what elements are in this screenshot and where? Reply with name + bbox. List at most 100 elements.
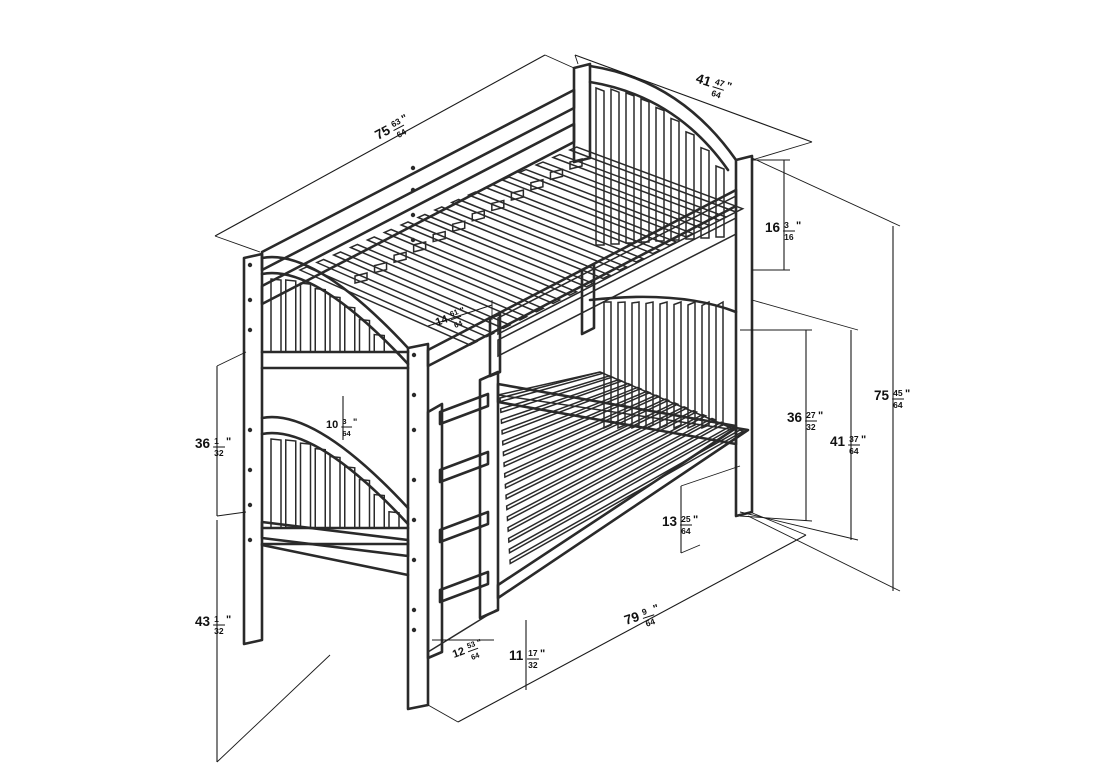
bolt-hole — [411, 627, 417, 633]
back-lower-spindle — [673, 300, 682, 430]
lower-slat — [501, 382, 634, 436]
lower-end-panel-arch-bottom — [260, 431, 410, 526]
extension-line — [214, 235, 261, 253]
back-lower-spindle — [701, 300, 710, 430]
slat-clip — [412, 240, 427, 253]
bolt-hole — [411, 517, 417, 523]
upper-end-panel-spindle — [388, 350, 400, 354]
fraction-bar — [712, 86, 724, 91]
bolt-hole — [411, 477, 417, 483]
dimension-whole: 36 — [787, 410, 803, 425]
inch-mark: " — [459, 305, 466, 316]
back-lower-spindle — [715, 300, 724, 430]
fraction-bar — [467, 647, 479, 653]
lower-end-panel-arch-top — [260, 415, 410, 510]
front-left-post — [242, 252, 264, 646]
extension-line — [574, 54, 579, 65]
extension-line — [216, 511, 247, 517]
extension-line — [747, 515, 901, 592]
lower-slat — [502, 390, 652, 457]
dimension-numerator: 1 — [214, 614, 219, 624]
dimension-denominator: 32 — [806, 422, 816, 432]
dimension-whole: 14 — [434, 313, 450, 329]
extension-line — [751, 141, 813, 161]
back-end-spindle — [610, 88, 620, 245]
dimension-whole: 12 — [451, 645, 467, 660]
dimension-numerator: 3 — [784, 220, 789, 230]
inch-mark: " — [796, 220, 801, 232]
upper-slat — [416, 213, 595, 288]
extension-line — [680, 465, 741, 487]
dimension-whole: 79 — [622, 609, 641, 628]
extension-line — [739, 515, 813, 522]
dimension-denominator: 64 — [893, 400, 903, 410]
lower-slat — [503, 398, 671, 479]
lower-slat — [503, 394, 661, 468]
upper-end-panel-spindle — [358, 318, 371, 353]
inch-mark: " — [226, 614, 231, 626]
ladder-rung — [438, 450, 490, 484]
dimension-whole: 16 — [765, 220, 781, 235]
extension-line — [749, 511, 807, 536]
upper-front-guard-bottom — [497, 216, 737, 358]
bolt-hole — [247, 467, 253, 473]
dimension-lines — [214, 54, 901, 763]
upper-slat — [466, 191, 645, 263]
lower-end-bottom-rail — [260, 543, 410, 577]
dimension-numerator: 47 — [714, 76, 726, 89]
slat-clip — [471, 209, 486, 222]
upper-slat — [500, 176, 678, 247]
slat-clip — [354, 272, 368, 284]
slat-clip — [549, 168, 564, 181]
slat-clip — [491, 199, 505, 212]
extension-line — [216, 654, 331, 763]
lower-end-panel-spindle — [358, 478, 371, 529]
upper-slat — [399, 221, 579, 296]
lower-end-mid-rail — [260, 520, 410, 558]
slat-clip — [373, 261, 388, 274]
extension-line — [216, 351, 247, 367]
upper-slat — [348, 243, 529, 321]
lower-slat — [508, 425, 736, 555]
fraction-bar — [642, 614, 655, 619]
inch-mark: " — [905, 388, 910, 400]
upper-slat — [382, 228, 562, 305]
guard-post-right — [580, 262, 596, 336]
bolt-hole — [411, 557, 417, 563]
dimension-numerator: 63 — [389, 116, 402, 129]
back-lower-spindle — [659, 301, 668, 430]
ladder-rung — [438, 392, 490, 426]
upper-slat — [331, 251, 512, 330]
dimension-numerator: 27 — [806, 410, 816, 420]
inch-mark: " — [226, 436, 231, 448]
upper-end-panel-spindle — [299, 282, 312, 353]
bolt-hole — [410, 165, 416, 171]
dimension-whole: 13 — [662, 514, 678, 529]
dimension-whole: 10 — [326, 419, 338, 431]
upper-slat — [365, 236, 545, 313]
fraction-bar — [393, 124, 405, 132]
bolt-hole — [247, 297, 253, 303]
upper-slat — [483, 183, 662, 255]
lower-slat — [509, 429, 745, 565]
dimension-numerator: 45 — [893, 388, 903, 398]
lower-end-panel-spindle — [270, 438, 282, 529]
bunk-bed-outline — [242, 62, 754, 711]
upper-slat — [551, 153, 728, 222]
dimension-numerator: 37 — [849, 434, 859, 444]
dimension-numerator: 25 — [681, 514, 691, 524]
guard-post-left — [488, 312, 502, 378]
dimension-whole: 75 — [874, 388, 890, 403]
upper-back-guard-rail-2 — [260, 122, 576, 306]
bolt-hole — [247, 262, 253, 268]
inch-mark: " — [476, 637, 483, 648]
front-right-post — [406, 342, 430, 711]
dim-overall-length — [214, 54, 546, 237]
